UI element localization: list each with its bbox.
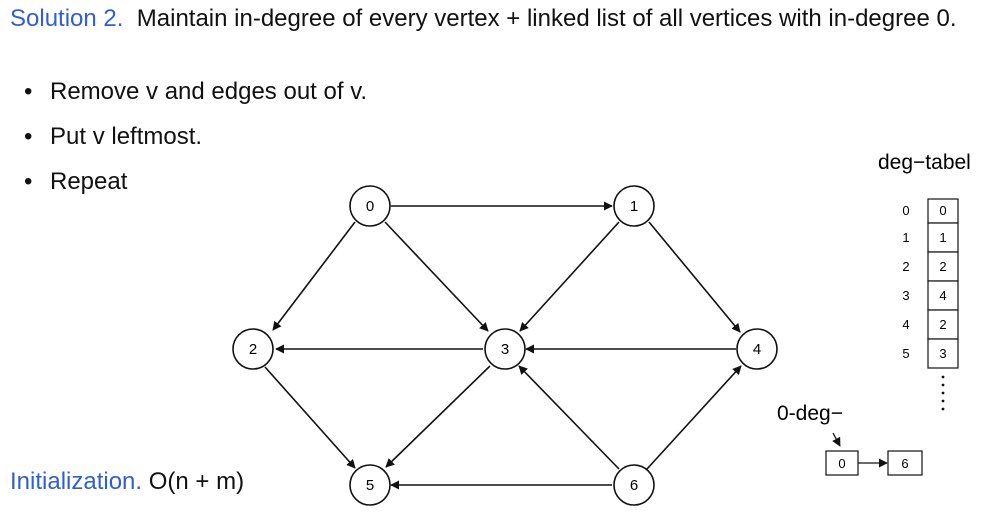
node-label: 4	[753, 341, 761, 358]
deg-table-cell	[927, 251, 959, 282]
bullet-item: • Remove v and edges out of v.	[24, 78, 367, 106]
deg-table-cell	[927, 222, 959, 253]
edge-2-5	[264, 366, 356, 469]
edges	[264, 201, 742, 490]
ellipsis-dots	[941, 375, 945, 411]
deg-table-index: 2	[902, 259, 909, 274]
deg-table-cell	[927, 280, 959, 311]
deg-table-cell	[927, 338, 959, 369]
node-2: 2	[232, 328, 274, 370]
heading-text: Maintain in-degree of every vertex + lin…	[136, 5, 957, 32]
bullet-text: Put v leftmost.	[50, 123, 203, 150]
edge-0-3	[384, 221, 489, 332]
node-4: 4	[736, 328, 778, 370]
edge-1-4	[648, 221, 741, 333]
zero-deg-list: 0-deg− 0 6	[777, 402, 923, 476]
bullet-item: • Repeat	[24, 168, 127, 196]
deg-table-value: 2	[939, 259, 946, 274]
bullet-dot: •	[24, 123, 33, 150]
deg-table-value: 1	[939, 230, 946, 245]
list-node	[887, 450, 923, 476]
node-label: 6	[630, 477, 638, 494]
node-label: 1	[630, 198, 638, 215]
edge-1-3	[519, 221, 620, 332]
bullet-dot: •	[24, 78, 33, 105]
node-label: 0	[366, 198, 374, 215]
initialization-line: Initialization. O(n + m)	[10, 468, 244, 496]
node-1: 1	[613, 185, 655, 227]
deg-table: deg−tabel 0 1 2 3 4 5 0 1 2 4 2 3	[878, 151, 971, 411]
list-node-label: 6	[901, 456, 908, 471]
bullet-text: Repeat	[50, 168, 128, 195]
deg-table-index: 1	[902, 230, 909, 245]
node-0: 0	[349, 185, 391, 227]
bullet-item: • Put v leftmost.	[24, 123, 202, 151]
zero-deg-label: 0-deg−	[777, 402, 843, 425]
node-3: 3	[484, 328, 526, 370]
initialization-text: O(n + m)	[148, 468, 245, 495]
node-5: 5	[349, 464, 391, 506]
heading-prefix: Solution 2.	[10, 5, 124, 32]
node-6: 6	[613, 464, 655, 506]
edge-6-3	[518, 365, 620, 470]
bullet-text: Remove v and edges out of v.	[50, 78, 368, 105]
deg-table-value: 0	[939, 203, 946, 218]
node-label: 5	[366, 477, 374, 494]
deg-table-value: 2	[939, 317, 946, 332]
deg-table-value: 3	[939, 346, 946, 361]
heading: Solution 2. Maintain in-degree of every …	[10, 3, 995, 34]
list-node	[825, 450, 859, 476]
edge-0-2	[272, 221, 356, 331]
deg-table-index: 0	[902, 203, 909, 218]
node-label: 3	[501, 341, 509, 358]
deg-table-cell	[927, 309, 959, 340]
deg-table-index: 3	[902, 288, 909, 303]
zero-deg-pointer-arrow	[832, 432, 841, 447]
edge-3-5	[385, 365, 491, 468]
bullet-dot: •	[24, 168, 33, 195]
deg-table-index: 4	[902, 317, 909, 332]
deg-table-index: 5	[902, 346, 909, 361]
deg-table-title: deg−tabel	[878, 151, 971, 174]
node-label: 2	[249, 341, 257, 358]
list-node-label: 0	[838, 456, 845, 471]
edge-6-4	[646, 365, 742, 470]
initialization-prefix: Initialization.	[10, 468, 143, 495]
deg-table-value: 4	[939, 288, 946, 303]
